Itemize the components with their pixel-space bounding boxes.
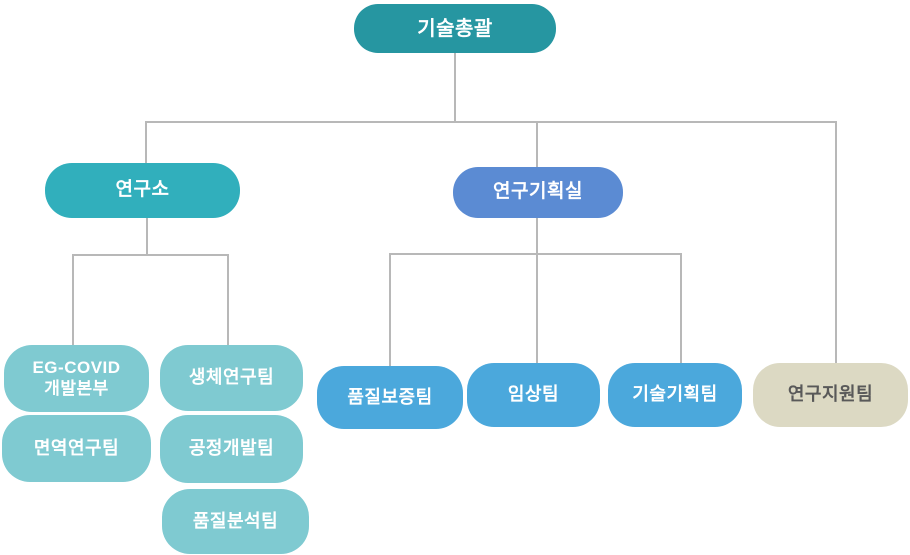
node-quality-analysis-label: 품질분석팀 [192, 510, 279, 531]
connector-bio-research-drop [227, 254, 229, 346]
node-tech-head: 기술총괄 [354, 4, 556, 53]
node-eg-covid-dev-hq: EG-COVID 개발본부 [4, 345, 149, 412]
node-research-institute-label: 연구소 [115, 179, 170, 201]
connector-research-support-drop [835, 121, 837, 365]
node-tech-planning-team: 기술기획팀 [608, 363, 742, 427]
connector-planning-down [536, 217, 538, 255]
connector-research-institute-drop [145, 121, 147, 165]
node-research-planning: 연구기획실 [453, 167, 623, 218]
connector-root-drop [454, 53, 456, 122]
node-quality-assurance-team: 품질보증팀 [317, 366, 463, 429]
connector-eg-covid-drop [72, 254, 74, 346]
node-quality-assurance-label: 품질보증팀 [347, 386, 433, 407]
node-clinical-label: 임상팀 [507, 384, 560, 405]
node-research-institute: 연구소 [45, 163, 240, 218]
node-tech-head-label: 기술총괄 [417, 17, 493, 40]
node-research-planning-label: 연구기획실 [493, 181, 583, 203]
connector-quality-assurance-drop [389, 253, 391, 367]
connector-institute-horizontal [72, 254, 229, 256]
node-process-dev-team: 공정개발팀 [160, 415, 303, 483]
node-tech-planning-label: 기술기획팀 [632, 384, 718, 405]
node-process-dev-label: 공정개발팀 [188, 438, 275, 459]
connector-institute-down [146, 217, 148, 256]
node-immune-research-team: 면역연구팀 [2, 415, 151, 482]
node-bio-research-label: 생체연구팀 [188, 367, 275, 388]
node-eg-covid-label-line2: 개발본부 [44, 378, 109, 398]
connector-level1-horizontal [145, 121, 837, 123]
connector-planning-horizontal [389, 253, 682, 255]
node-quality-analysis-team: 품질분석팀 [162, 489, 309, 554]
node-bio-research-team: 생체연구팀 [160, 345, 303, 411]
connector-tech-planning-drop [680, 253, 682, 364]
node-immune-research-label: 면역연구팀 [33, 437, 120, 458]
connector-research-planning-drop [536, 121, 538, 168]
node-research-support-team: 연구지원팀 [753, 363, 908, 427]
connector-clinical-drop [536, 253, 538, 364]
node-research-support-label: 연구지원팀 [787, 384, 874, 405]
node-clinical-team: 임상팀 [467, 363, 600, 427]
node-eg-covid-label-line1: EG-COVID [32, 358, 121, 378]
